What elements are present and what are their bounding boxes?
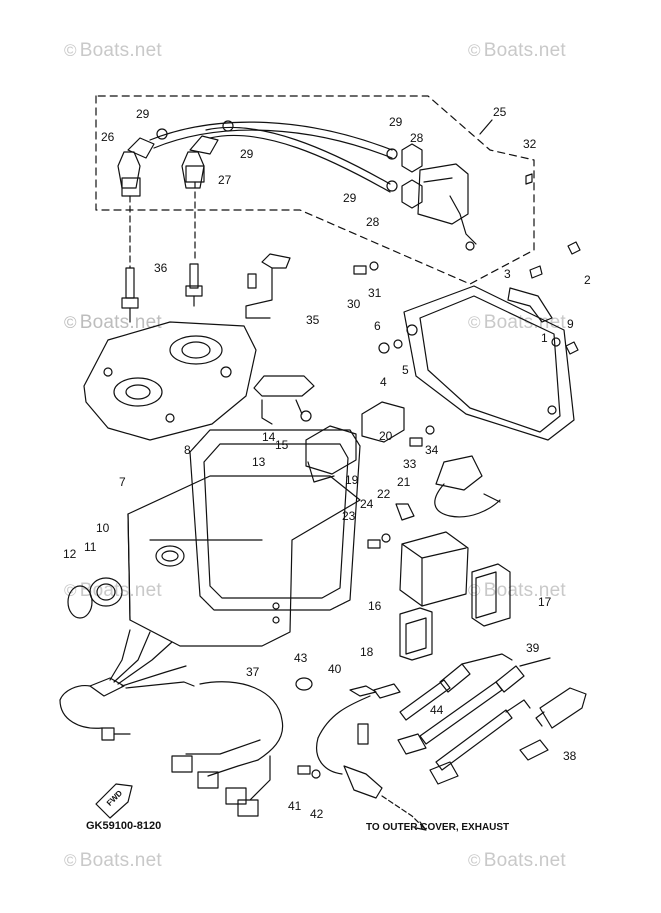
callout-27: 27 bbox=[218, 173, 232, 187]
exhaust-note: TO OUTER COVER, EXHAUST bbox=[366, 822, 510, 833]
callout-34: 34 bbox=[425, 443, 439, 457]
callout-23: 23 bbox=[342, 509, 356, 523]
callout-39: 39 bbox=[526, 641, 540, 655]
callout-36: 36 bbox=[154, 261, 168, 275]
watermark-top-right: ©Boats.net bbox=[468, 40, 566, 61]
callout-22: 22 bbox=[377, 487, 391, 501]
callout-19: 19 bbox=[345, 473, 359, 487]
callout-38: 38 bbox=[563, 749, 577, 763]
watermark-mid-left: ©Boats.net bbox=[64, 312, 162, 333]
callout-labels: 1 2 3 4 5 6 7 8 9 10 11 12 13 14 15 16 1… bbox=[63, 105, 591, 821]
callout-32: 32 bbox=[523, 137, 537, 151]
watermark-mid-right: ©Boats.net bbox=[468, 312, 566, 333]
callout-42: 42 bbox=[310, 807, 324, 821]
callout-14: 14 bbox=[262, 430, 276, 444]
callout-30: 30 bbox=[347, 297, 361, 311]
callout-9: 9 bbox=[567, 317, 574, 331]
callout-1: 1 bbox=[541, 331, 548, 345]
callout-3: 3 bbox=[504, 267, 511, 281]
callout-28b: 28 bbox=[366, 215, 380, 229]
callout-11: 11 bbox=[84, 540, 97, 554]
watermark-center-right: ©Boats.net bbox=[468, 580, 566, 601]
callout-31: 31 bbox=[368, 286, 382, 300]
callout-25: 25 bbox=[493, 105, 507, 119]
callout-44: 44 bbox=[430, 703, 444, 717]
callout-41: 41 bbox=[288, 799, 302, 813]
callout-2: 2 bbox=[584, 273, 591, 287]
callout-7: 7 bbox=[119, 475, 126, 489]
callout-6: 6 bbox=[374, 319, 381, 333]
callout-12: 12 bbox=[63, 547, 77, 561]
diagram-code: GK59100-8120 bbox=[86, 820, 162, 832]
callout-17: 17 bbox=[538, 595, 552, 609]
callout-8: 8 bbox=[184, 443, 191, 457]
watermark-bottom-right: ©Boats.net bbox=[468, 850, 566, 871]
fwd-label: FWD bbox=[105, 788, 124, 807]
callout-16: 16 bbox=[368, 599, 382, 613]
callout-29c: 29 bbox=[389, 115, 403, 129]
callout-20: 20 bbox=[379, 429, 393, 443]
callout-21: 21 bbox=[397, 475, 411, 489]
callout-24: 24 bbox=[360, 497, 374, 511]
callout-29b: 29 bbox=[240, 147, 254, 161]
callout-37: 37 bbox=[246, 665, 260, 679]
watermark-bottom-left: ©Boats.net bbox=[64, 850, 162, 871]
callout-40: 40 bbox=[328, 662, 342, 676]
callout-18: 18 bbox=[360, 645, 374, 659]
callout-29a: 29 bbox=[136, 107, 150, 121]
callout-35: 35 bbox=[306, 313, 320, 327]
callout-26: 26 bbox=[101, 130, 115, 144]
callout-15: 15 bbox=[275, 438, 289, 452]
callout-13: 13 bbox=[252, 455, 266, 469]
callout-29d: 29 bbox=[343, 191, 357, 205]
callout-5: 5 bbox=[402, 363, 409, 377]
callout-10: 10 bbox=[96, 521, 110, 535]
callout-43: 43 bbox=[294, 651, 308, 665]
callout-4: 4 bbox=[380, 375, 387, 389]
callout-33: 33 bbox=[403, 457, 417, 471]
watermark-top-left: ©Boats.net bbox=[64, 40, 162, 61]
callout-28: 28 bbox=[410, 131, 424, 145]
